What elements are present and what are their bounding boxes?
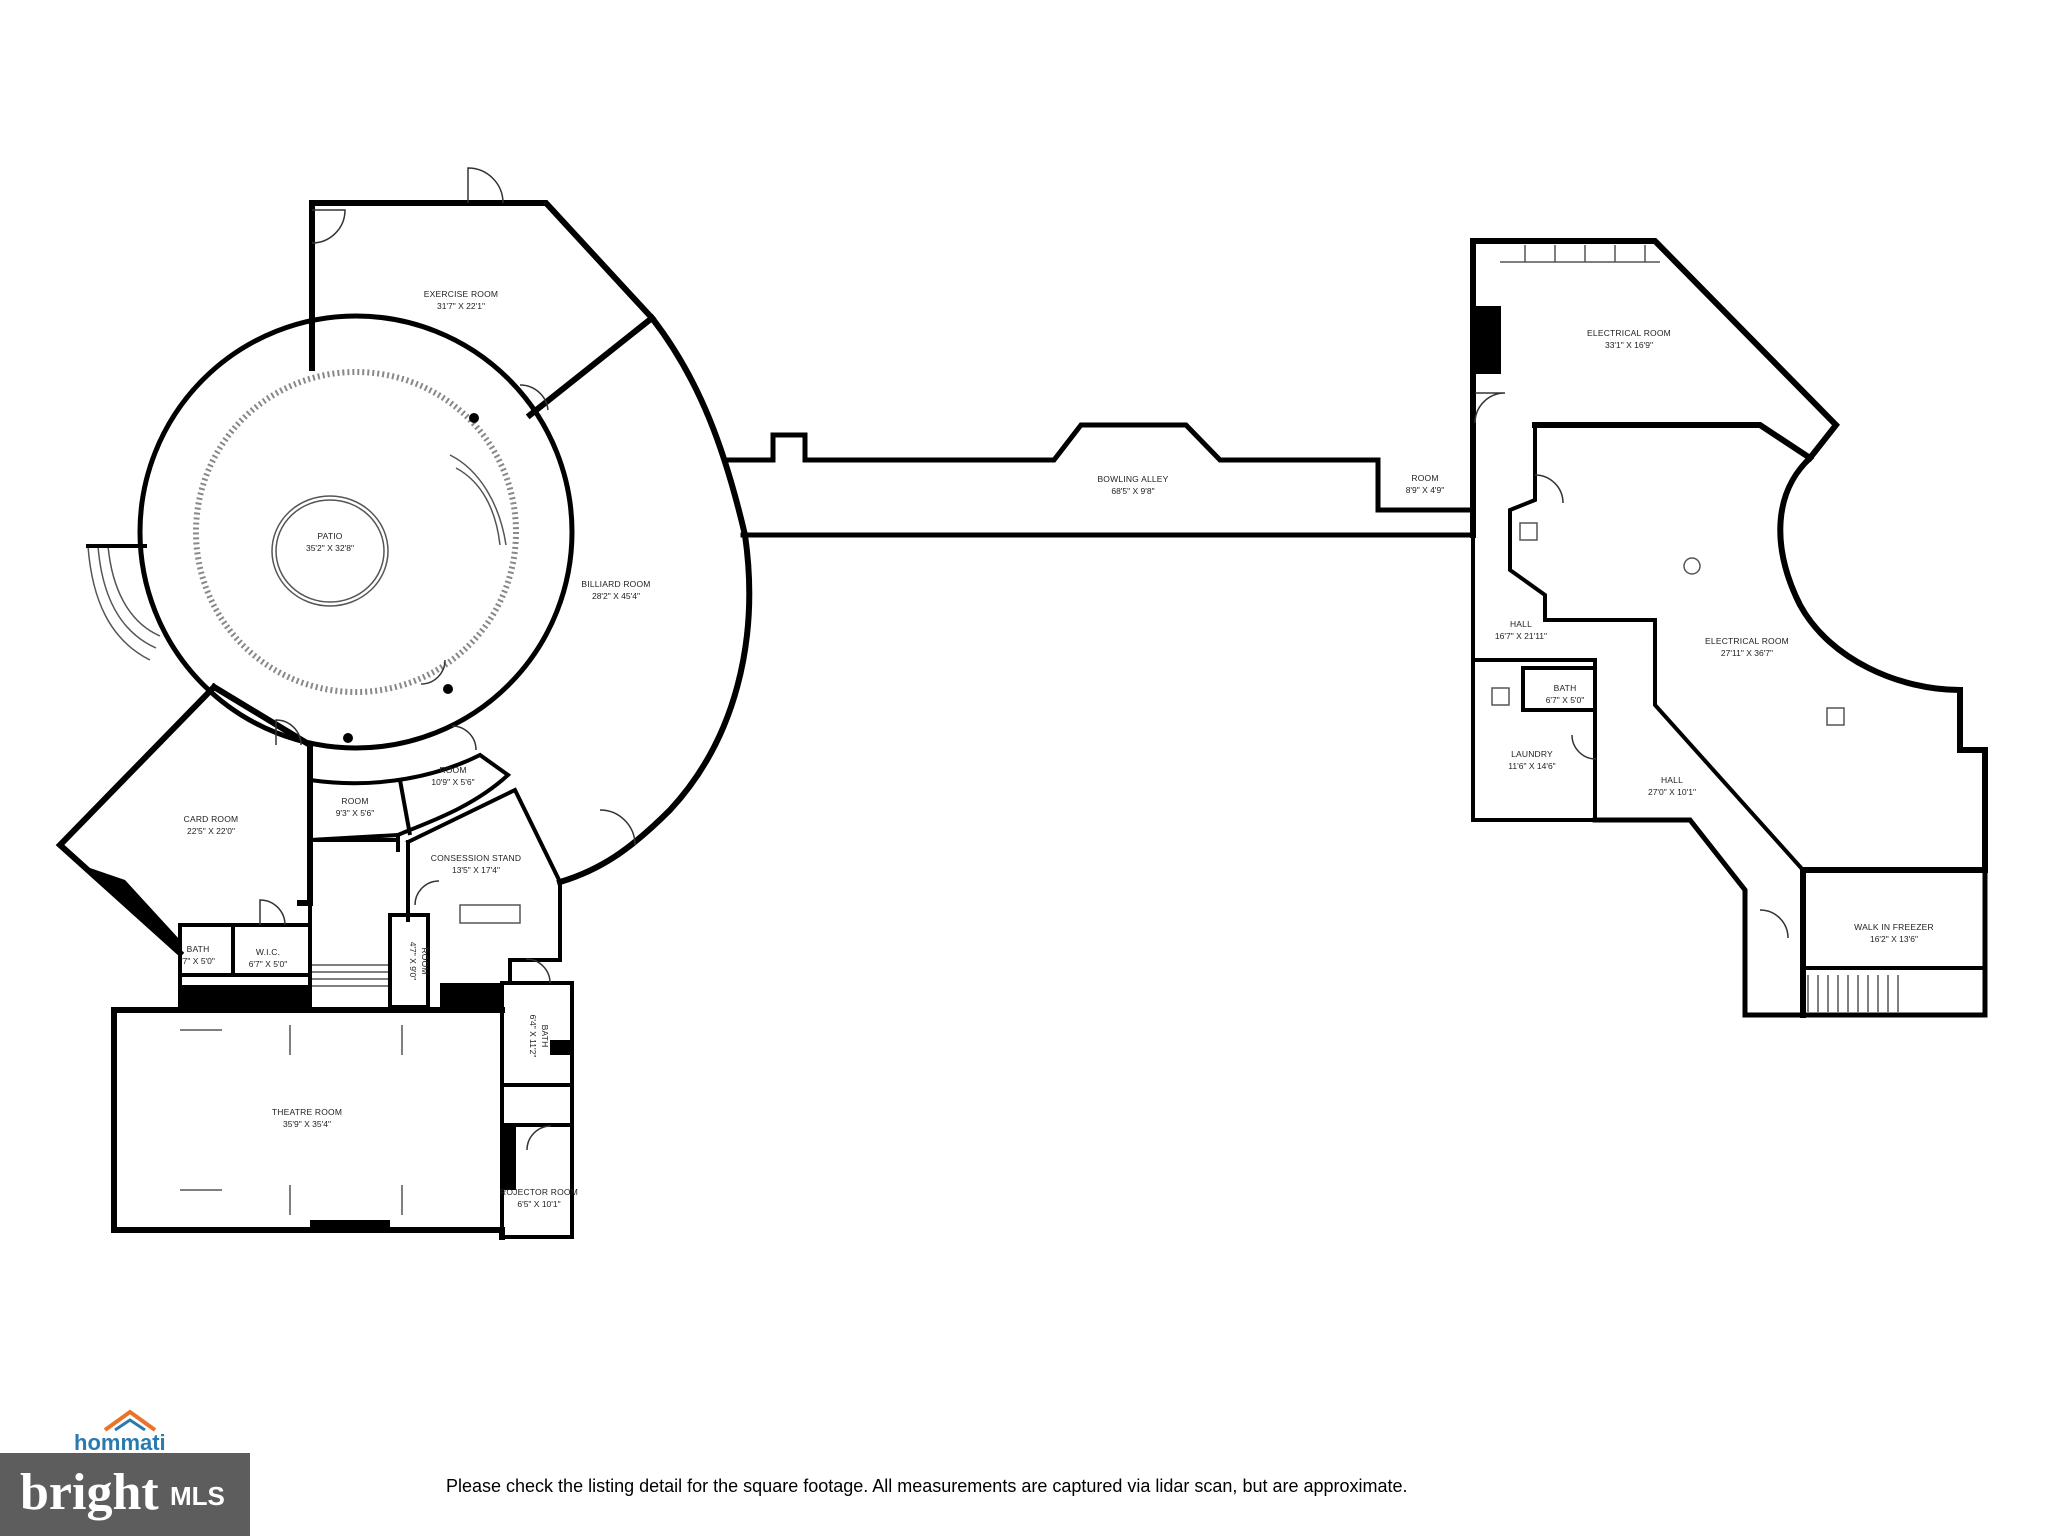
dims-card-room: 22'5" X 22'0" [187, 826, 235, 836]
corridor-walls [308, 833, 400, 1012]
door-swings [259, 167, 1789, 1151]
ring-rooms-walls [308, 752, 512, 843]
theatre-fixtures [180, 1025, 403, 1215]
fixture-box-3 [1491, 687, 1510, 706]
dims-bath-right: 6'7" X 5'0" [1546, 695, 1585, 705]
label-hall-b: HALL [1661, 775, 1683, 785]
electrical-top-shelves [1500, 245, 1660, 263]
concession-walls [405, 787, 562, 982]
patio-center-circle-inner [275, 499, 385, 603]
label-projector-room: ROJECTOR ROOM [500, 1187, 578, 1197]
electric-outlet-symbol [1683, 557, 1701, 575]
label-patio: PATIO [317, 531, 342, 541]
dims-bath-left: '7" X 5'0" [181, 956, 215, 966]
label-room-b: ROOM [439, 765, 466, 775]
dims-concession-stand: 13'5" X 17'4" [452, 865, 500, 875]
patio-center-circle [271, 495, 389, 607]
hommati-logo: hommati [70, 1408, 190, 1458]
bowling-room-box [1376, 460, 1473, 512]
label-electrical-top: ELECTRICAL ROOM [1587, 328, 1671, 338]
billiard-stair [449, 454, 507, 546]
dims-room-b: 10'9" X 5'6" [431, 777, 474, 787]
bright-mls-logo: bright MLS [0, 1453, 250, 1536]
central-stair [312, 964, 388, 987]
label-room-vertical: ROOM [420, 947, 430, 974]
hall-laundry-walls [1471, 533, 1597, 822]
column-3 [343, 733, 353, 743]
wall-mass-wic [255, 990, 295, 1010]
dims-electrical-main: 27'11" X 36'7" [1721, 648, 1773, 658]
bath-vertical-walls [500, 981, 574, 1239]
wall-mass-small-room [440, 983, 500, 1008]
disclaimer-text: Please check the listing detail for the … [446, 1476, 1408, 1496]
hommati-logo-text: hommati [74, 1430, 166, 1455]
exercise-room-walls [309, 200, 657, 420]
dims-bowling-alley: 68'5" X 9'8" [1111, 486, 1154, 496]
patio-railing [193, 369, 519, 695]
label-wic: W.I.C. [256, 947, 280, 957]
wall-mass-projector [502, 1125, 516, 1190]
label-electrical-main: ELECTRICAL ROOM [1705, 636, 1789, 646]
left-spiral-stair [87, 545, 161, 661]
dims-wic: 6'7" X 5'0" [249, 959, 288, 969]
concession-counter [459, 904, 521, 924]
bright-logo-text: bright [20, 1464, 159, 1521]
patio-outer-wall [137, 313, 575, 751]
dims-bath-vertical: 6'4" X 11'2" [528, 1015, 538, 1058]
label-exercise-room: EXERCISE ROOM [424, 289, 498, 299]
dims-patio: 35'2" X 32'8" [306, 543, 354, 553]
hall-b-walls [1592, 817, 1988, 1018]
dims-room-vertical: 4'7" X 9'0" [408, 942, 418, 981]
column-1 [469, 413, 479, 423]
card-room-wall-mass [90, 868, 180, 953]
label-bath-left: BATH [187, 944, 210, 954]
theatre-screen [310, 1220, 390, 1230]
house-icon [103, 1409, 157, 1432]
electrical-main-walls [1777, 453, 1988, 1018]
label-walk-in-freezer: WALK IN FREEZER [1854, 922, 1934, 932]
billiard-room-walls [556, 313, 753, 886]
label-hall-a: HALL [1510, 619, 1532, 629]
label-concession-stand: CONSESSION STAND [431, 853, 521, 863]
label-laundry: LAUNDRY [1511, 749, 1553, 759]
label-billiard-room: BILLIARD ROOM [581, 579, 650, 589]
label-room-a: ROOM [341, 796, 368, 806]
dims-electrical-top: 33'1" X 16'9" [1605, 340, 1653, 350]
label-theatre-room: THEATRE ROOM [272, 1107, 342, 1117]
electrical-panel [1473, 306, 1501, 374]
freezer-stair [1807, 975, 1899, 1012]
dims-room-c: 8'9" X 4'9" [1406, 485, 1445, 495]
dims-theatre-room: 35'9" X 35'4" [283, 1119, 331, 1129]
dims-billiard-room: 28'2" X 45'4" [592, 591, 640, 601]
dims-room-a: 9'3" X 5'6" [336, 808, 375, 818]
dims-laundry: 11'6" X 14'6" [1508, 761, 1555, 771]
dims-hall-a: 16'7" X 21'11" [1495, 631, 1547, 641]
dims-projector-room: 6'5" X 10'1" [517, 1199, 560, 1209]
label-bath-vertical: BATH [540, 1025, 550, 1048]
mls-logo-text: MLS [170, 1481, 225, 1511]
dims-walk-in-freezer: 16'2" X 13'6" [1870, 934, 1918, 944]
fixture-box-2 [1826, 707, 1845, 726]
electrical-main-inner [1508, 423, 1806, 873]
ring-room-divider [398, 779, 412, 836]
bath-wic-walls [178, 923, 312, 1012]
label-bath-right: BATH [1554, 683, 1577, 693]
room-labels: EXERCISE ROOM 31'7" X 22'1" PATIO 35'2" … [181, 289, 1934, 1209]
wall-mass-bath-vert [550, 1040, 572, 1055]
dims-hall-b: 27'0" X 10'1" [1648, 787, 1696, 797]
theatre-room-walls [111, 1007, 505, 1240]
dims-exercise-room: 31'7" X 22'1" [437, 301, 485, 311]
label-bowling-alley: BOWLING ALLEY [1097, 474, 1168, 484]
fixture-box-1 [1519, 522, 1538, 541]
freezer-walls [1801, 870, 1985, 970]
column-2 [443, 684, 453, 694]
label-room-c: ROOM [1411, 473, 1438, 483]
electrical-top-walls [1470, 238, 1840, 538]
label-card-room: CARD ROOM [184, 814, 239, 824]
